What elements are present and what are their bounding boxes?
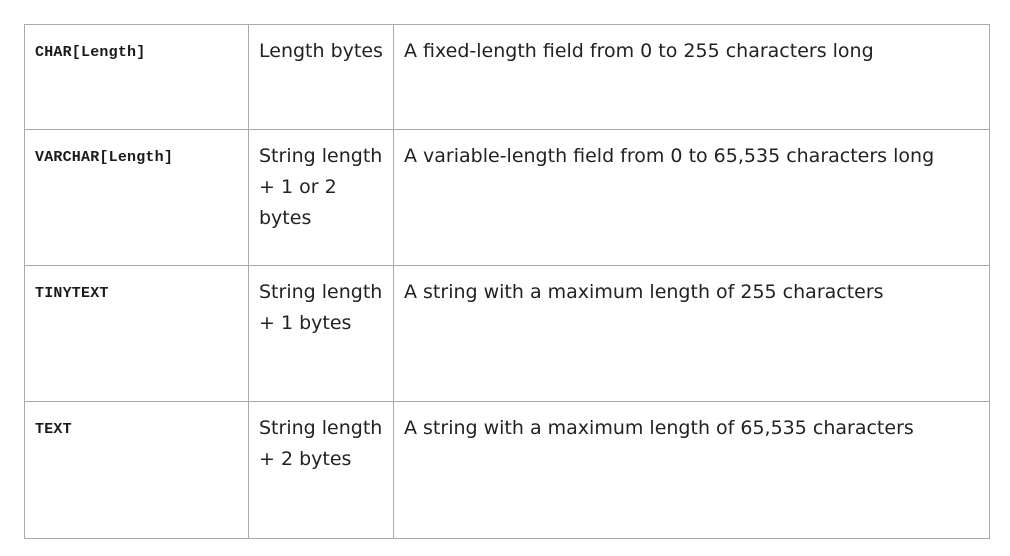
size-cell: String length + 1 or 2 bytes (248, 129, 394, 266)
storage-size: String length + 2 bytes (259, 417, 383, 470)
type-description: A string with a maximum length of 65,535… (404, 417, 914, 439)
type-cell: TINYTEXT (24, 265, 249, 402)
type-cell: TEXT (24, 401, 249, 539)
table-row: VARCHAR[Length] String length + 1 or 2 b… (24, 129, 990, 266)
description-cell: A string with a maximum length of 255 ch… (393, 265, 990, 402)
description-cell: A fixed-length field from 0 to 255 chara… (393, 24, 990, 130)
type-name: CHAR[Length] (35, 44, 146, 61)
type-cell: VARCHAR[Length] (24, 129, 249, 266)
size-cell: Length bytes (248, 24, 394, 130)
storage-size: String length + 1 bytes (259, 281, 383, 334)
description-cell: A string with a maximum length of 65,535… (393, 401, 990, 539)
type-description: A string with a maximum length of 255 ch… (404, 281, 884, 303)
storage-size: String length + 1 or 2 bytes (259, 145, 383, 229)
type-description: A fixed-length field from 0 to 255 chara… (404, 40, 874, 62)
table-row: TINYTEXT String length + 1 bytes A strin… (24, 265, 990, 402)
table-row: TEXT String length + 2 bytes A string wi… (24, 401, 990, 539)
type-description: A variable-length field from 0 to 65,535… (404, 145, 935, 167)
description-cell: A variable-length field from 0 to 65,535… (393, 129, 990, 266)
type-name: VARCHAR[Length] (35, 149, 174, 166)
size-cell: String length + 2 bytes (248, 401, 394, 539)
data-types-table: CHAR[Length] Length bytes A fixed-length… (24, 24, 990, 539)
type-name: TINYTEXT (35, 285, 109, 302)
type-name: TEXT (35, 421, 72, 438)
size-cell: String length + 1 bytes (248, 265, 394, 402)
storage-size: Length bytes (259, 40, 383, 62)
table-row: CHAR[Length] Length bytes A fixed-length… (24, 24, 990, 130)
type-cell: CHAR[Length] (24, 24, 249, 130)
